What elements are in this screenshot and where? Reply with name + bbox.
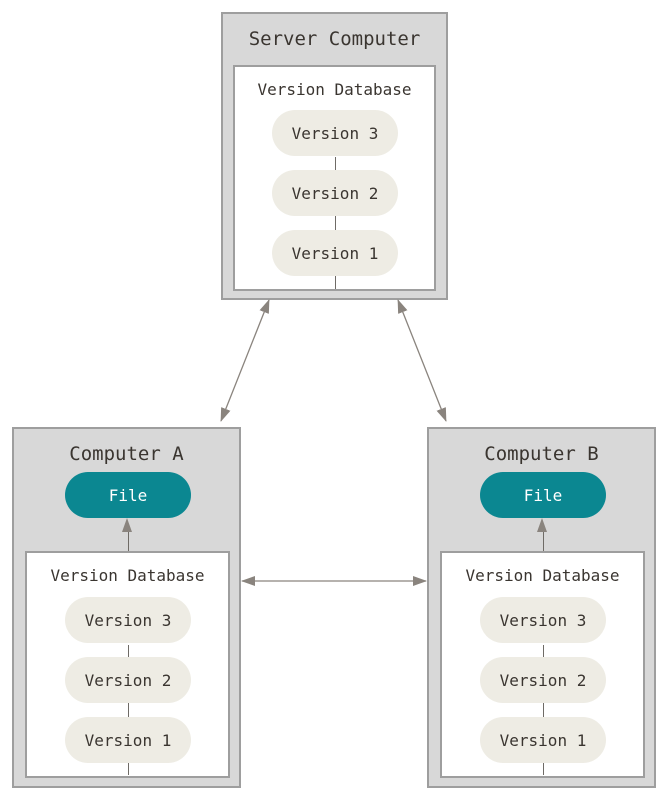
computer-a-version-database: Version Database Version 3 Version 2 Ver… [25, 551, 230, 778]
file-connector [543, 529, 544, 551]
server-computer-title: Server Computer [248, 28, 421, 50]
computer-a-version-2: Version 2 [65, 657, 191, 703]
computer-a-version-1: Version 1 [65, 717, 191, 763]
computer-b-version-database: Version Database Version 3 Version 2 Ver… [440, 551, 645, 778]
server-version-2: Version 2 [272, 170, 398, 216]
server-version-database: Version Database Version 3 Version 2 Ver… [233, 65, 436, 291]
file-connector [128, 529, 129, 551]
server-version-3: Version 3 [272, 110, 398, 156]
computer-a-version-3: Version 3 [65, 597, 191, 643]
version-connector [543, 645, 544, 775]
server-computer: Server Computer Version Database Version… [221, 12, 448, 300]
computer-a-file: File [65, 472, 191, 518]
computer-b-title: Computer B [484, 443, 599, 465]
server-database-title: Version Database [257, 80, 412, 99]
version-connector [335, 157, 336, 289]
computer-a: Computer A File Version Database Version… [12, 427, 241, 788]
computer-b-version-3: Version 3 [480, 597, 606, 643]
computer-b-file-arrowhead [537, 518, 547, 532]
server-version-1: Version 1 [272, 230, 398, 276]
computer-b: Computer B File Version Database Version… [427, 427, 656, 788]
computer-a-file-arrowhead [122, 518, 132, 532]
computer-b-version-1: Version 1 [480, 717, 606, 763]
server-computer-a-arrow [220, 299, 270, 422]
computer-a-database-title: Version Database [50, 566, 205, 585]
computer-b-version-2: Version 2 [480, 657, 606, 703]
computer-b-database-title: Version Database [465, 566, 620, 585]
server-computer-b-arrow [397, 299, 447, 422]
version-connector [128, 645, 129, 775]
computer-b-file: File [480, 472, 606, 518]
computer-a-title: Computer A [69, 443, 184, 465]
